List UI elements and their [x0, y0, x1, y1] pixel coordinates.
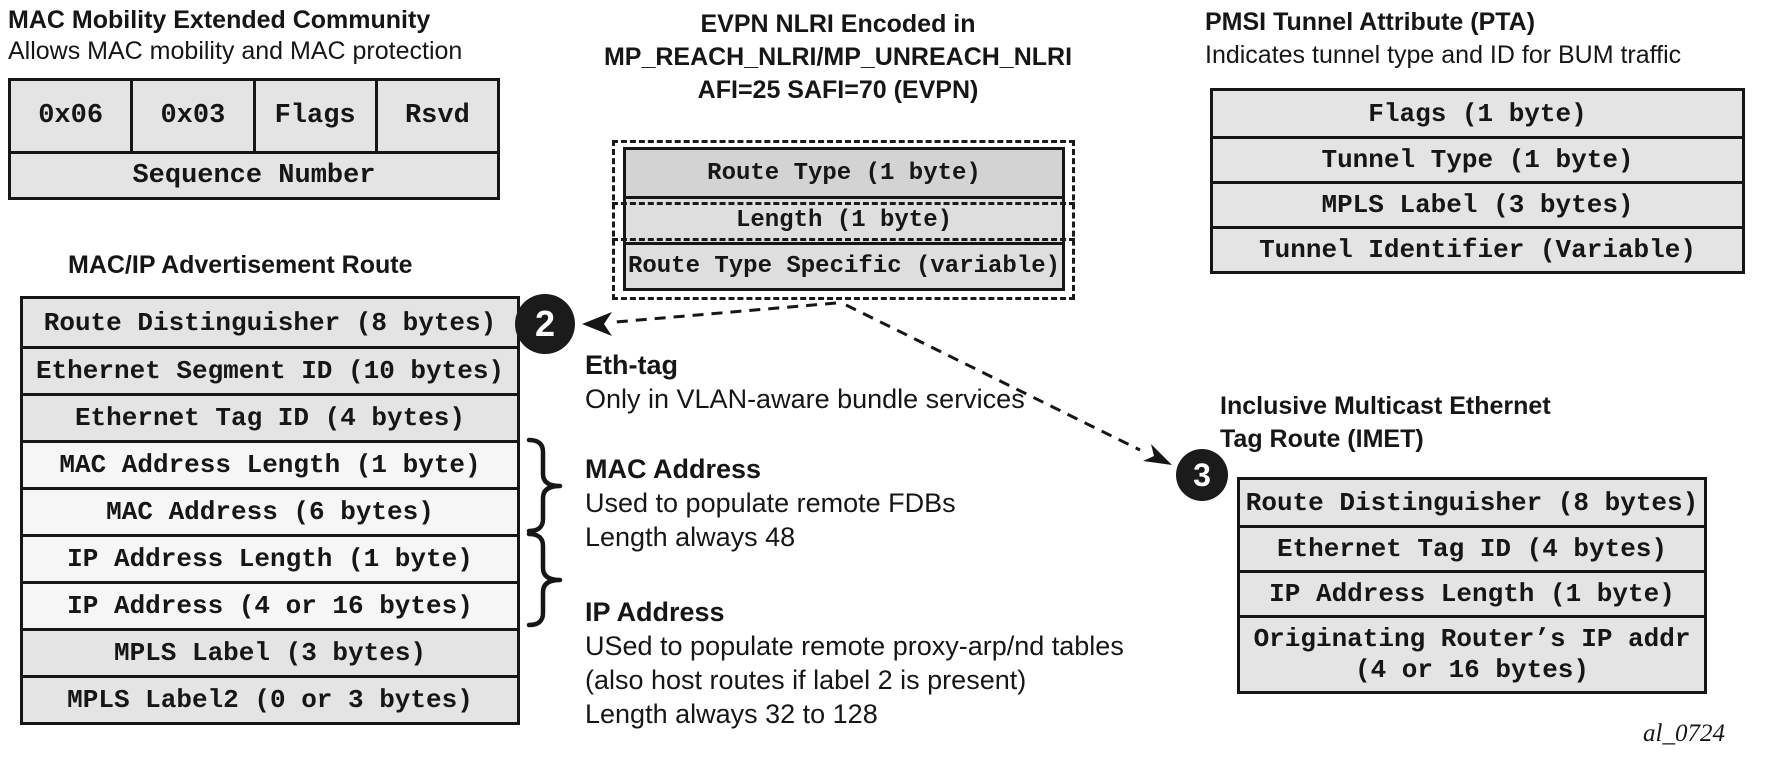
- annotation-eth-tag: Eth-tag Only in VLAN-aware bundle servic…: [585, 348, 1025, 416]
- macip-table: Route Distinguisher (8 bytes) Ethernet S…: [20, 296, 520, 725]
- imet-title: Inclusive Multicast Ethernet Tag Route (…: [1220, 390, 1551, 456]
- table-row: Route Distinguisher (8 bytes): [23, 299, 517, 346]
- table-row: Tunnel Type (1 byte): [1213, 136, 1742, 181]
- marker-2: 2: [515, 294, 575, 354]
- table-row: Flags (1 byte): [1213, 91, 1742, 136]
- marker-3: 3: [1176, 449, 1228, 501]
- table-row: IP Address (4 or 16 bytes): [23, 581, 517, 628]
- table-row: MPLS Label (3 bytes): [23, 628, 517, 675]
- table-row: Route Distinguisher (8 bytes): [1240, 480, 1704, 525]
- mac-address-line2: Length always 48: [585, 522, 796, 552]
- annotation-mac-address: MAC Address Used to populate remote FDBs…: [585, 452, 956, 554]
- table-row: IP Address Length (1 byte): [1240, 570, 1704, 615]
- figure-id: al_0724: [1643, 720, 1725, 747]
- mac-mobility-title: MAC Mobility Extended Community: [8, 6, 431, 34]
- evpn-nlri-table: Route Type (1 byte) Length (1 byte) Rout…: [623, 147, 1065, 291]
- mac-mobility-table: 0x06 0x03 Flags Rsvd Sequence Number: [8, 78, 500, 200]
- evpn-row-route-type: Route Type (1 byte): [626, 150, 1062, 196]
- byte-cell-flags: Flags: [252, 81, 375, 151]
- table-row: MAC Address (6 bytes): [23, 487, 517, 534]
- mac-mobility-subtitle: Allows MAC mobility and MAC protection: [8, 37, 463, 65]
- mac-address-line1: Used to populate remote FDBs: [585, 488, 956, 518]
- sequence-number-row: Sequence Number: [11, 151, 497, 197]
- length-row-bottom-dashed-line: [612, 238, 1075, 241]
- eth-tag-heading: Eth-tag: [585, 350, 678, 380]
- table-row: MPLS Label (3 bytes): [1213, 181, 1742, 226]
- table-row: MAC Address Length (1 byte): [23, 440, 517, 487]
- annotation-ip-address: IP Address USed to populate remote proxy…: [585, 595, 1124, 731]
- table-row: Ethernet Segment ID (10 bytes): [23, 346, 517, 393]
- table-row: IP Address Length (1 byte): [23, 534, 517, 581]
- mac-mobility-byte-row: 0x06 0x03 Flags Rsvd: [11, 81, 497, 151]
- pmsi-subtitle: Indicates tunnel type and ID for BUM tra…: [1205, 41, 1682, 69]
- evpn-nlri-dashed-box: [612, 140, 1075, 300]
- ip-address-line2: (also host routes if label 2 is present): [585, 665, 1027, 695]
- byte-cell-rsvd: Rsvd: [374, 81, 497, 151]
- ip-address-line3: Length always 32 to 128: [585, 699, 878, 729]
- length-row-top-dashed-line: [612, 202, 1075, 205]
- evpn-title-line1: EVPN NLRI Encoded in: [700, 10, 976, 38]
- table-row: Ethernet Tag ID (4 bytes): [1240, 525, 1704, 570]
- evpn-title-line3: AFI=25 SAFI=70 (EVPN): [697, 76, 979, 104]
- table-row-originating-router: Originating Router’s IP addr (4 or 16 by…: [1240, 615, 1704, 691]
- pmsi-title: PMSI Tunnel Attribute (PTA): [1205, 8, 1536, 36]
- table-row: MPLS Label2 (0 or 3 bytes): [23, 675, 517, 722]
- macip-title: MAC/IP Advertisement Route: [68, 251, 413, 279]
- table-row: Ethernet Tag ID (4 bytes): [23, 393, 517, 440]
- table-row: Tunnel Identifier (Variable): [1213, 226, 1742, 271]
- originating-router-line2: (4 or 16 bytes): [1354, 654, 1590, 685]
- brace-mac-rows: [526, 437, 563, 534]
- evpn-title-line2: MP_REACH_NLRI/MP_UNREACH_NLRI: [603, 43, 1073, 71]
- eth-tag-line: Only in VLAN-aware bundle services: [585, 384, 1025, 414]
- pmsi-table: Flags (1 byte) Tunnel Type (1 byte) MPLS…: [1210, 88, 1745, 274]
- mac-address-heading: MAC Address: [585, 454, 762, 484]
- ip-address-heading: IP Address: [585, 597, 725, 627]
- ip-address-line1: USed to populate remote proxy-arp/nd tab…: [585, 631, 1124, 661]
- brace-ip-rows: [526, 531, 563, 628]
- byte-cell-0x03: 0x03: [130, 81, 252, 151]
- arrow-to-marker-2: [582, 301, 837, 336]
- originating-router-line1: Originating Router’s IP addr: [1253, 623, 1691, 654]
- imet-table: Route Distinguisher (8 bytes) Ethernet T…: [1237, 477, 1707, 694]
- imet-title-line2: Tag Route (IMET): [1220, 425, 1424, 453]
- byte-cell-0x06: 0x06: [38, 101, 104, 131]
- imet-title-line1: Inclusive Multicast Ethernet: [1220, 392, 1551, 420]
- evpn-row-route-type-specific: Route Type Specific (variable): [626, 242, 1062, 288]
- evpn-title: EVPN NLRI Encoded in MP_REACH_NLRI/MP_UN…: [562, 8, 1114, 107]
